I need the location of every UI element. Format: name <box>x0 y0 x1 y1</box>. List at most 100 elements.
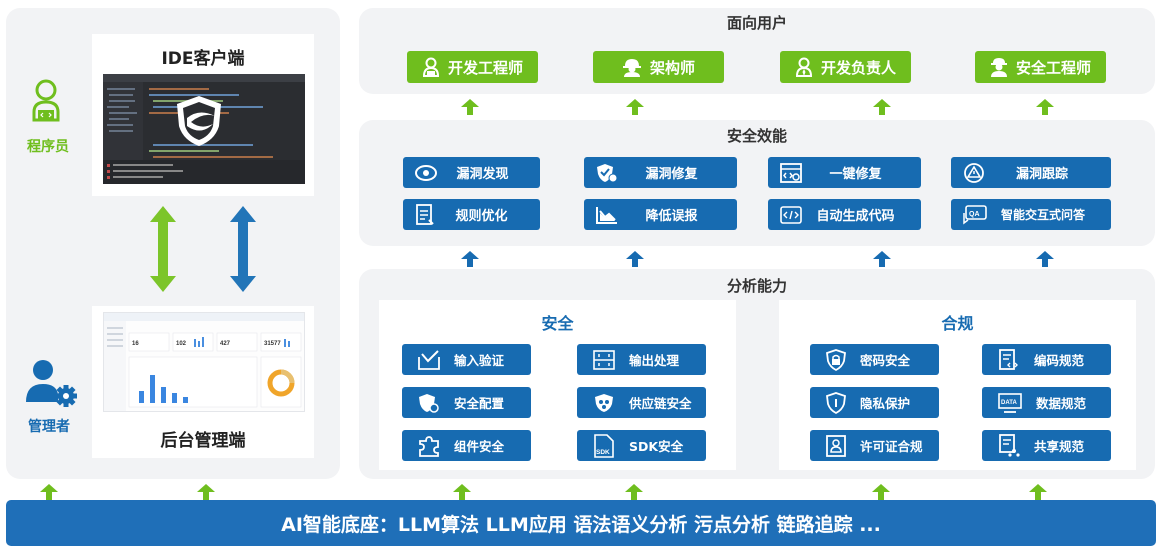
sec-label: 供应链安全 <box>629 396 692 411</box>
up-arrow-icon <box>461 99 479 115</box>
shield-gear-icon <box>419 393 439 413</box>
svg-text:16: 16 <box>132 341 139 347</box>
developer-icon <box>422 57 439 77</box>
up-arrow-icon <box>873 99 891 115</box>
up-arrow-icon <box>461 251 479 267</box>
comp-label: 共享规范 <box>1034 439 1085 454</box>
ide-editor-illustration <box>103 74 305 184</box>
sec-input-validation: 输入验证 <box>402 344 531 375</box>
sec-label: 输出处理 <box>629 353 680 368</box>
admin-icon <box>26 358 78 408</box>
comp-license: 许可证合规 <box>810 430 939 461</box>
up-arrow-icon <box>873 251 891 267</box>
tracking-icon <box>964 162 984 183</box>
ide-screenshot <box>103 74 305 184</box>
up-arrow-icon <box>40 484 58 500</box>
eff-vuln-fix: 漏洞修复 <box>584 157 737 188</box>
supply-chain-icon <box>595 393 613 412</box>
eff-rule-opt: 规则优化 <box>403 199 540 230</box>
up-arrow-icon <box>872 484 890 500</box>
security-engineer-icon <box>990 58 1007 77</box>
document-list-icon <box>416 203 434 225</box>
comp-label: 隐私保护 <box>860 396 911 411</box>
sec-label: SDK安全 <box>629 439 684 454</box>
user-label: 安全工程师 <box>1015 58 1091 77</box>
sdk-file-icon: SDK <box>594 433 614 458</box>
comp-label: 数据规范 <box>1036 396 1087 411</box>
ai-foundation-text: AI智能底座：LLM算法 LLM应用 语法语义分析 污点分析 链路追踪 ... <box>281 513 881 536</box>
sec-security-config: 安全配置 <box>402 387 531 418</box>
sec-label: 组件安全 <box>454 439 505 454</box>
comp-privacy: 隐私保护 <box>810 387 939 418</box>
analysis-section-title: 分析能力 <box>726 277 787 295</box>
check-box-icon <box>418 349 440 370</box>
comp-sharing-std: 共享规范 <box>982 430 1111 461</box>
user-architect: 架构师 <box>593 51 724 83</box>
eff-label: 自动生成代码 <box>816 209 895 224</box>
svg-text:SDK: SDK <box>596 449 610 456</box>
puzzle-icon <box>419 435 439 457</box>
shield-wrench-icon <box>597 163 618 182</box>
comp-coding-std: 编码规范 <box>982 344 1111 375</box>
up-arrow-icon <box>1029 484 1047 500</box>
code-window-icon <box>780 162 802 183</box>
programmer-label: 程序员 <box>27 139 69 155</box>
svg-text:31577: 31577 <box>264 341 281 347</box>
dashboard-illustration: 16 102 427 31577 <box>104 313 304 411</box>
user-dev-engineer: 开发工程师 <box>407 51 538 83</box>
eff-label: 降低误报 <box>645 209 698 224</box>
up-arrow-icon <box>625 484 643 500</box>
eff-label: 一键修复 <box>829 167 882 182</box>
code-icon <box>780 205 802 224</box>
user-label: 开发工程师 <box>447 58 523 77</box>
privacy-shield-icon <box>826 391 846 414</box>
sec-component: 组件安全 <box>402 430 531 461</box>
ai-foundation-bar: AI智能底座：LLM算法 LLM应用 语法语义分析 污点分析 链路追踪 ... <box>6 500 1156 546</box>
comp-label: 密码安全 <box>860 353 911 368</box>
efficiency-section-title: 安全效能 <box>726 127 787 145</box>
up-arrow-icon <box>453 484 471 500</box>
eff-label: 漏洞跟踪 <box>1015 167 1068 182</box>
eff-vuln-tracking: 漏洞跟踪 <box>951 157 1111 188</box>
up-arrow-icon <box>1036 99 1054 115</box>
eff-vuln-discovery: 漏洞发现 <box>403 157 540 188</box>
svg-text:427: 427 <box>220 341 231 347</box>
up-arrow-icon <box>1036 251 1054 267</box>
eff-label: 规则优化 <box>455 209 508 224</box>
trend-down-icon <box>596 206 617 224</box>
bidirectional-arrow-green <box>150 206 176 292</box>
eff-label: 智能交互式问答 <box>1000 208 1085 222</box>
comp-label: 许可证合规 <box>860 439 923 454</box>
up-arrow-icon <box>626 251 644 267</box>
sec-output-handling: 输出处理 <box>577 344 706 375</box>
eff-label: 漏洞发现 <box>456 167 509 182</box>
admin-title: 后台管理端 <box>160 431 246 451</box>
user-label: 架构师 <box>649 58 695 77</box>
eff-one-click-fix: 一键修复 <box>768 157 921 188</box>
eff-label: 漏洞修复 <box>645 167 698 182</box>
sec-sdk: SDK SDK安全 <box>577 430 706 461</box>
output-icon <box>593 349 615 370</box>
sec-label: 输入验证 <box>454 353 505 368</box>
bidirectional-arrow-blue <box>230 206 256 292</box>
lead-icon <box>795 57 812 77</box>
comp-label: 编码规范 <box>1034 353 1085 368</box>
up-arrow-icon <box>626 99 644 115</box>
admin-label: 管理者 <box>28 419 70 435</box>
qa-chat-icon: QA <box>963 204 987 224</box>
svg-text:102: 102 <box>176 341 187 347</box>
eff-auto-code: 自动生成代码 <box>768 199 921 230</box>
admin-dashboard-screenshot: 16 102 427 31577 <box>103 312 305 412</box>
user-label: 开发负责人 <box>820 58 896 77</box>
lock-shield-icon <box>826 348 846 371</box>
comp-crypto: 密码安全 <box>810 344 939 375</box>
up-arrow-icon <box>197 484 215 500</box>
svg-text:DATA: DATA <box>1001 400 1017 406</box>
sharing-document-icon <box>999 433 1020 457</box>
ide-client-title: IDE客户端 <box>161 49 245 69</box>
user-section-title: 面向用户 <box>726 14 787 32</box>
user-dev-lead: 开发负责人 <box>780 51 911 83</box>
sec-supply-chain: 供应链安全 <box>577 387 706 418</box>
svg-text:QA: QA <box>969 211 980 218</box>
user-security-engineer: 安全工程师 <box>975 51 1106 83</box>
